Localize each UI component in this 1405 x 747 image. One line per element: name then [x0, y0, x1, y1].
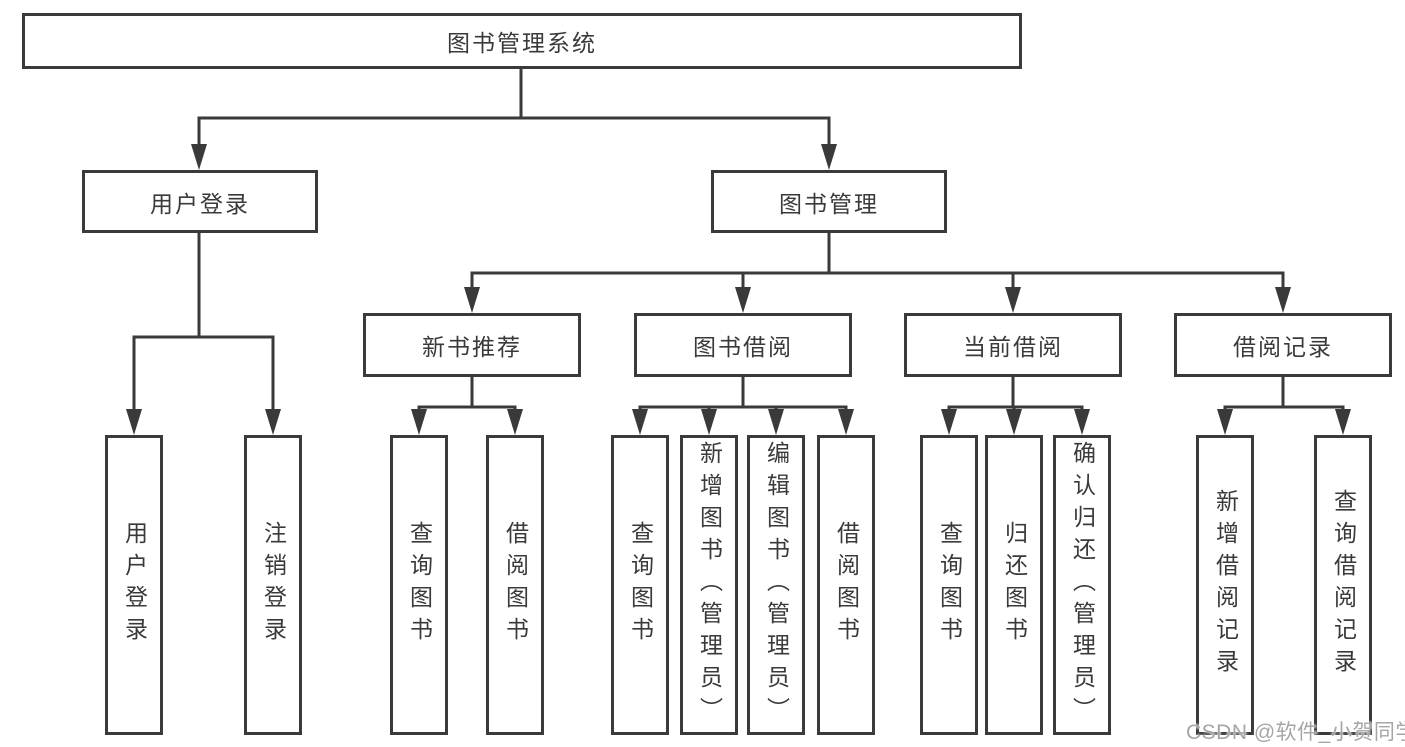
node-label: 新书推荐	[422, 334, 522, 360]
arrow-down-icon	[1335, 409, 1351, 435]
node-book-borrowing: 图书借阅	[634, 313, 852, 377]
arrow-down-icon	[191, 144, 207, 170]
leaf-bb-borrow-books: 借阅图书	[817, 435, 875, 735]
arrow-down-icon	[768, 409, 784, 435]
node-label: 归还图书	[1001, 521, 1028, 649]
node-label: 查询借阅记录	[1330, 489, 1357, 681]
node-label: 借阅记录	[1233, 334, 1333, 360]
leaf-logout: 注销登录	[244, 435, 302, 735]
arrow-down-icon	[411, 409, 427, 435]
arrow-down-icon	[1275, 287, 1291, 313]
node-current-borrowing: 当前借阅	[904, 313, 1122, 377]
watermark-text: CSDN @软件_小贺同学	[1186, 721, 1405, 744]
arrow-down-icon	[1217, 409, 1233, 435]
arrow-down-icon	[941, 409, 957, 435]
node-label: 新增图书（管理员）	[696, 441, 723, 729]
node-book-management: 图书管理	[711, 170, 947, 233]
node-label: 查询图书	[936, 521, 963, 649]
leaf-bb-add-books-admin: 新增图书（管理员）	[680, 435, 738, 735]
leaf-br-query-record: 查询借阅记录	[1314, 435, 1372, 735]
node-label: 借阅图书	[833, 521, 860, 649]
node-label: 新增借阅记录	[1212, 489, 1239, 681]
node-label: 确认归还（管理员）	[1069, 441, 1096, 729]
node-library-system: 图书管理系统	[22, 13, 1022, 69]
leaf-cb-return-books: 归还图书	[985, 435, 1043, 735]
arrow-down-icon	[507, 409, 523, 435]
leaf-bb-edit-books-admin: 编辑图书（管理员）	[747, 435, 805, 735]
arrowheads	[126, 144, 1351, 435]
node-label: 图书管理系统	[447, 30, 597, 56]
arrow-down-icon	[821, 144, 837, 170]
node-label: 查询图书	[627, 521, 654, 649]
arrow-down-icon	[735, 287, 751, 313]
node-label: 当前借阅	[963, 334, 1063, 360]
leaf-nb-borrow-books: 借阅图书	[486, 435, 544, 735]
leaf-cb-confirm-return-admin: 确认归还（管理员）	[1053, 435, 1111, 735]
node-label: 注销登录	[260, 521, 287, 649]
arrow-down-icon	[126, 409, 142, 435]
arrow-down-icon	[701, 409, 717, 435]
arrow-down-icon	[1006, 409, 1022, 435]
arrow-down-icon	[838, 409, 854, 435]
leaf-br-add-record: 新增借阅记录	[1196, 435, 1254, 735]
arrow-down-icon	[265, 409, 281, 435]
node-label: 图书管理	[779, 190, 879, 217]
node-label: 图书借阅	[693, 334, 793, 360]
node-borrowing-records: 借阅记录	[1174, 313, 1392, 377]
leaf-bb-query-books: 查询图书	[611, 435, 669, 735]
node-label: 借阅图书	[502, 521, 529, 649]
node-label: 用户登录	[150, 190, 250, 217]
node-label: 编辑图书（管理员）	[763, 441, 790, 729]
leaf-nb-query-books: 查询图书	[390, 435, 448, 735]
node-new-book-recommend: 新书推荐	[363, 313, 581, 377]
node-label: 用户登录	[121, 521, 148, 649]
leaf-cb-query-books: 查询图书	[920, 435, 978, 735]
node-user-login: 用户登录	[82, 170, 318, 233]
arrow-down-icon	[1005, 287, 1021, 313]
node-label: 查询图书	[406, 521, 433, 649]
arrow-down-icon	[632, 409, 648, 435]
arrow-down-icon	[464, 287, 480, 313]
leaf-user-login: 用户登录	[105, 435, 163, 735]
arrow-down-icon	[1074, 409, 1090, 435]
